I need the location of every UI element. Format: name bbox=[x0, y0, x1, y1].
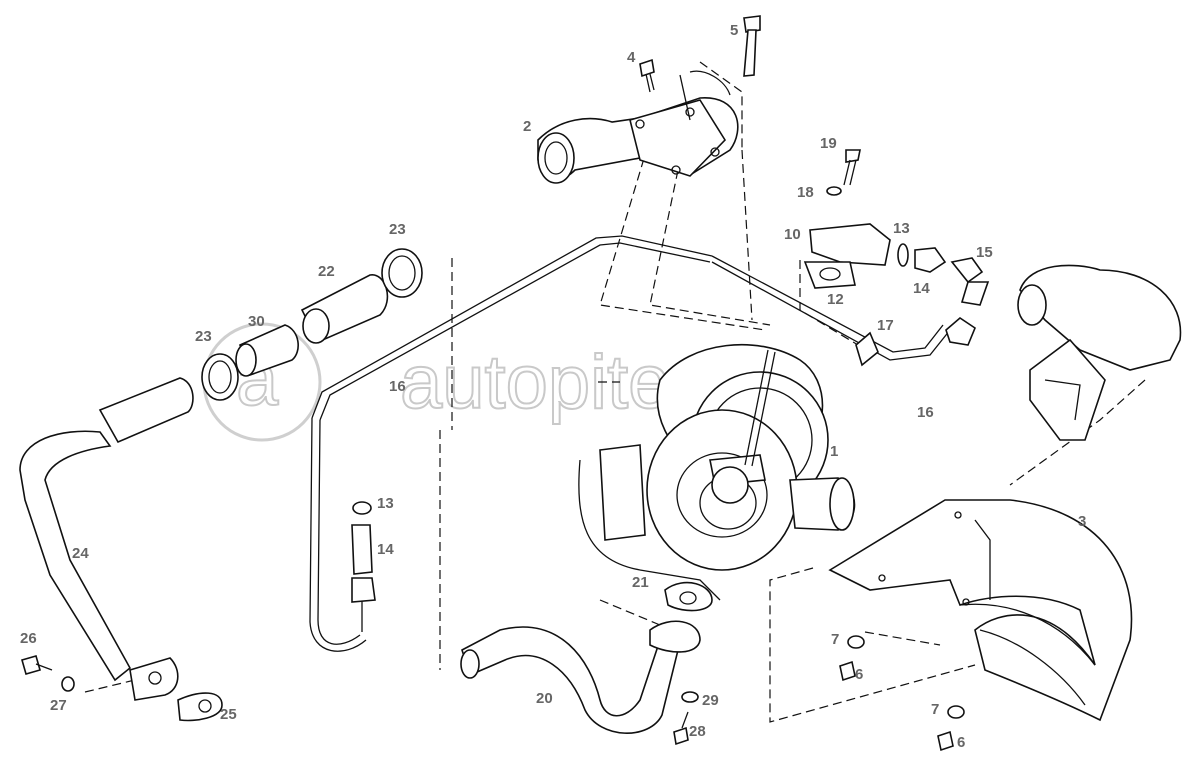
callout-6b: 6 bbox=[957, 734, 965, 751]
callout-14a: 14 bbox=[913, 280, 930, 297]
callout-2: 2 bbox=[523, 118, 531, 135]
callout-27: 27 bbox=[50, 697, 67, 714]
callout-16b: 16 bbox=[917, 404, 934, 421]
bolt-4 bbox=[639, 58, 655, 93]
callout-16a: 16 bbox=[389, 378, 406, 395]
callout-13a: 13 bbox=[893, 220, 910, 237]
part-21-gasket bbox=[664, 581, 713, 612]
callout-20: 20 bbox=[536, 690, 553, 707]
bolt-5 bbox=[743, 15, 761, 77]
part-3-heat-shield bbox=[828, 499, 1133, 722]
callout-25: 25 bbox=[220, 706, 237, 723]
part-2-exhaust-elbow bbox=[537, 70, 739, 184]
callout-1: 1 bbox=[830, 443, 838, 460]
callout-14b: 14 bbox=[377, 541, 394, 558]
callout-22: 22 bbox=[318, 263, 335, 280]
callout-30: 30 bbox=[248, 313, 265, 330]
part-24-exhaust-pipe bbox=[19, 377, 194, 701]
right-exhaust-elbow bbox=[1017, 264, 1182, 441]
callout-5: 5 bbox=[730, 22, 738, 39]
callout-7a: 7 bbox=[831, 631, 839, 648]
part-23-clamp-upper bbox=[381, 248, 423, 298]
part-28-bolt bbox=[673, 711, 689, 746]
callout-6a: 6 bbox=[855, 666, 863, 683]
part-23-clamp-lower bbox=[201, 353, 239, 401]
part-30-sleeve bbox=[235, 324, 299, 377]
callout-21: 21 bbox=[632, 574, 649, 591]
part-26-bolt bbox=[21, 655, 53, 675]
callout-15: 15 bbox=[976, 244, 993, 261]
callout-18: 18 bbox=[797, 184, 814, 201]
part-17-clip bbox=[855, 331, 879, 367]
part-27-washer bbox=[61, 676, 75, 692]
part-20-pipe bbox=[460, 620, 701, 734]
part-16-oil-line bbox=[309, 235, 951, 652]
part-6-7-bolts bbox=[839, 635, 965, 752]
callout-4: 4 bbox=[627, 49, 636, 66]
callout-26: 26 bbox=[20, 630, 37, 647]
part-25-gasket bbox=[177, 692, 223, 722]
callout-29: 29 bbox=[702, 692, 719, 709]
callout-28: 28 bbox=[689, 723, 706, 740]
part-29-washer bbox=[681, 691, 699, 703]
callout-13b: 13 bbox=[377, 495, 394, 512]
callout-17: 17 bbox=[877, 317, 894, 334]
fitting-cluster bbox=[803, 149, 990, 346]
callout-24: 24 bbox=[72, 545, 89, 562]
callout-23b: 23 bbox=[195, 328, 212, 345]
callout-7b: 7 bbox=[931, 701, 939, 718]
part-1-turbocharger bbox=[578, 343, 856, 601]
callout-19: 19 bbox=[820, 135, 837, 152]
callout-10: 10 bbox=[784, 226, 801, 243]
callout-23a: 23 bbox=[389, 221, 406, 238]
callout-12: 12 bbox=[827, 291, 844, 308]
callout-labels: 1 2 3 4 5 6 6 7 7 10 12 13 13 14 14 15 1… bbox=[20, 22, 1086, 751]
callout-3: 3 bbox=[1078, 513, 1086, 530]
part-22-hose bbox=[300, 274, 389, 344]
left-fitting-13-14 bbox=[351, 501, 376, 603]
